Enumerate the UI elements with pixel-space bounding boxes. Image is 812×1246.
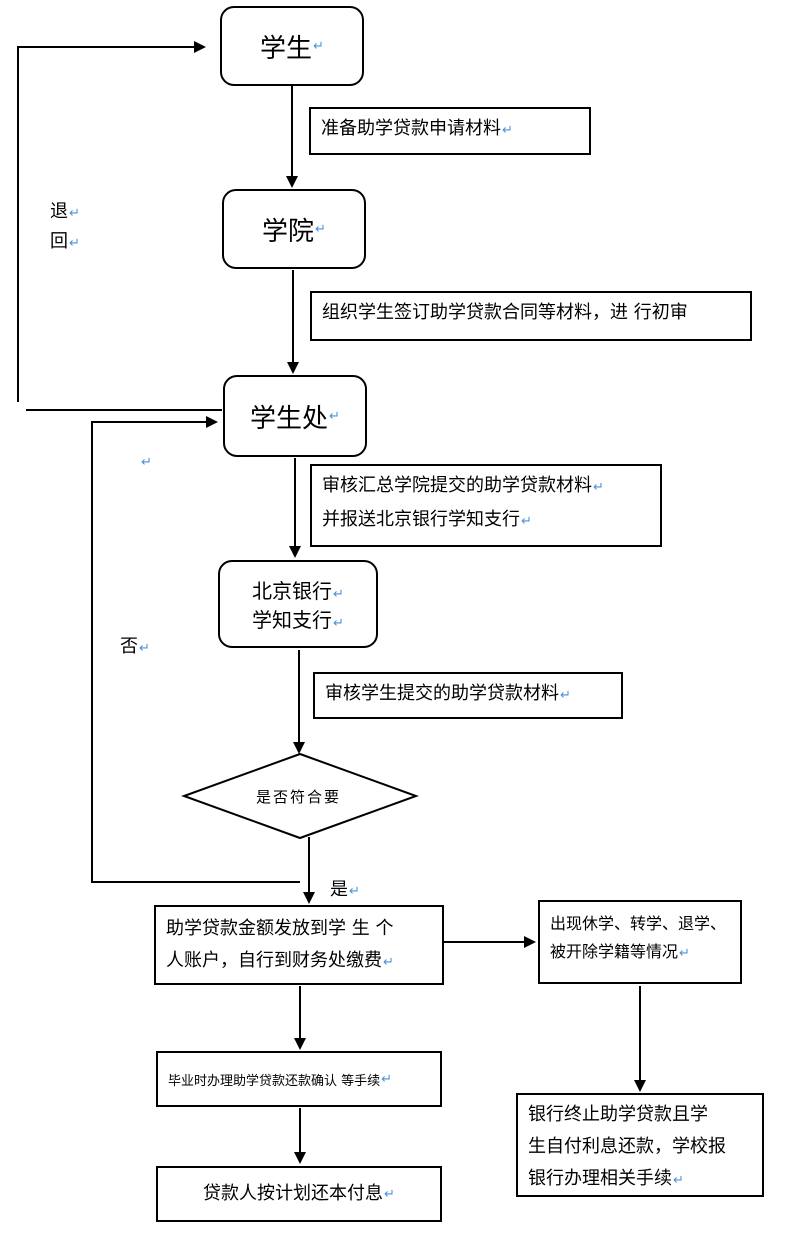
step-review-line2: 并报送北京银行学知支行 <box>322 509 520 530</box>
node-student: 学生↵ <box>220 6 364 86</box>
label-no: 否↵ <box>120 636 150 657</box>
step-bank-review-label: 审核学生提交的助学贷款材料 <box>325 683 559 704</box>
label-return-1: 退↵ <box>50 201 80 222</box>
node-disburse-line1: 助学贷款金额发放到学 生 个 <box>166 918 394 939</box>
node-exception-line2: 被开除学籍等情况 <box>550 942 679 961</box>
node-bank: 北京银行↵ 学知支行↵ <box>218 560 378 648</box>
step-review: 审核汇总学院提交的助学贷款材料↵ 并报送北京银行学知支行↵ <box>310 464 662 547</box>
node-bank-stop: 银行终止助学贷款且学 生自付利息还款，学校报 银行办理相关手续↵ <box>516 1093 764 1197</box>
node-graduation-label: 毕业时办理助学贷款还款确认 等手续 <box>168 1073 381 1089</box>
node-repay-label: 贷款人按计划还本付息 <box>203 1183 384 1204</box>
node-bank-stop-line2: 生自付利息还款，学校报 <box>528 1136 726 1157</box>
step-organize: 组织学生签订助学贷款合同等材料，进 行初审 <box>310 291 752 341</box>
loop-no <box>91 416 300 883</box>
decision-diamond <box>181 752 419 840</box>
step-prepare: 准备助学贷款申请材料↵ <box>309 107 591 155</box>
loop-return-up <box>17 41 206 402</box>
label-return-2: 回↵ <box>50 231 80 252</box>
node-bank-line1: 北京银行 <box>252 579 333 603</box>
node-graduation: 毕业时办理助学贷款还款确认 等手续↵ <box>156 1051 442 1107</box>
step-organize-label: 组织学生签订助学贷款合同等材料，进 行初审 <box>322 302 688 323</box>
label-yes: 是↵ <box>330 879 360 900</box>
node-college: 学院↵ <box>222 189 366 269</box>
node-repay: 贷款人按计划还本付息↵ <box>156 1166 442 1222</box>
node-student-label: 学生 <box>260 33 313 64</box>
stray-return-mark: ↵ <box>141 455 152 470</box>
step-bank-review: 审核学生提交的助学贷款材料↵ <box>313 672 623 719</box>
step-prepare-label: 准备助学贷款申请材料 <box>321 118 501 139</box>
node-disburse-line2: 人账户，自行到财务处缴费 <box>166 950 382 971</box>
node-bank-line2: 学知支行 <box>252 608 333 632</box>
node-exception: 出现休学、转学、退学、 被开除学籍等情况↵ <box>538 900 742 984</box>
decision-label: 是否符合要 <box>256 788 342 806</box>
node-student-office-label: 学生处 <box>250 403 329 434</box>
node-disburse: 助学贷款金额发放到学 生 个 人账户，自行到财务处缴费↵ <box>154 905 444 985</box>
node-college-label: 学院 <box>262 216 315 247</box>
node-bank-stop-line1: 银行终止助学贷款且学 <box>528 1104 708 1125</box>
node-student-office: 学生处↵ <box>223 375 367 457</box>
node-bank-stop-line3: 银行办理相关手续 <box>528 1168 672 1189</box>
node-exception-line1: 出现休学、转学、退学、 <box>550 914 727 933</box>
step-review-line1: 审核汇总学院提交的助学贷款材料 <box>322 475 592 496</box>
